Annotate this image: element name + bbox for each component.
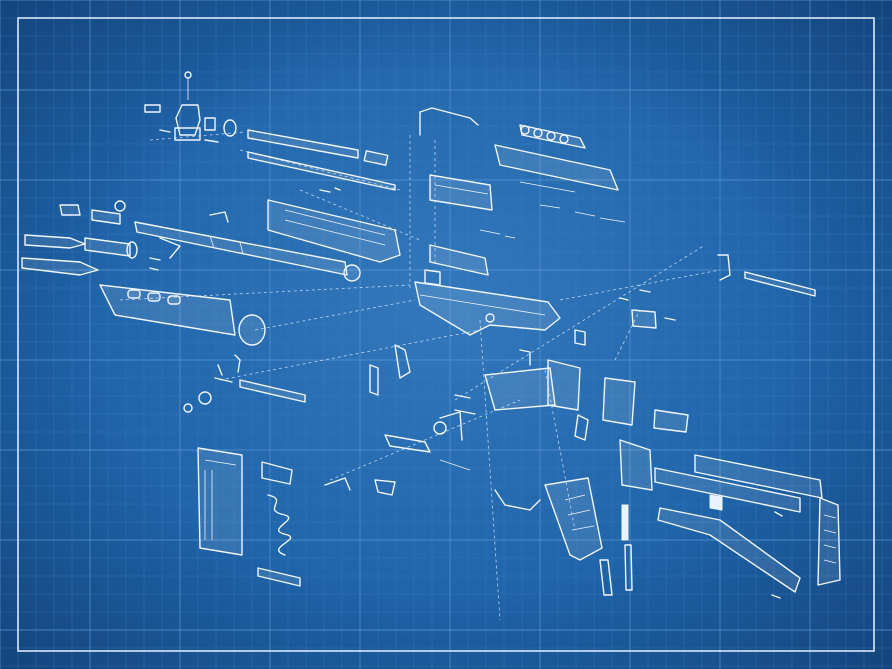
gas-piston-assembly xyxy=(247,129,396,193)
upper-receiver xyxy=(414,269,561,336)
rear-sight-assembly xyxy=(144,71,237,143)
magazine xyxy=(197,447,301,587)
trigger-group xyxy=(324,344,476,496)
barrel xyxy=(134,221,361,282)
pistol-grip xyxy=(494,477,633,596)
rear-parts-right xyxy=(574,254,816,346)
flash-hider-and-bayonet xyxy=(21,200,161,276)
buttstock xyxy=(654,454,841,599)
lower-receiver xyxy=(484,349,689,491)
bolt-carrier xyxy=(429,174,516,276)
receiver-cover xyxy=(419,107,626,223)
drawing-frame xyxy=(17,17,875,652)
handguard xyxy=(99,199,401,346)
cleaning-rod xyxy=(183,354,306,413)
